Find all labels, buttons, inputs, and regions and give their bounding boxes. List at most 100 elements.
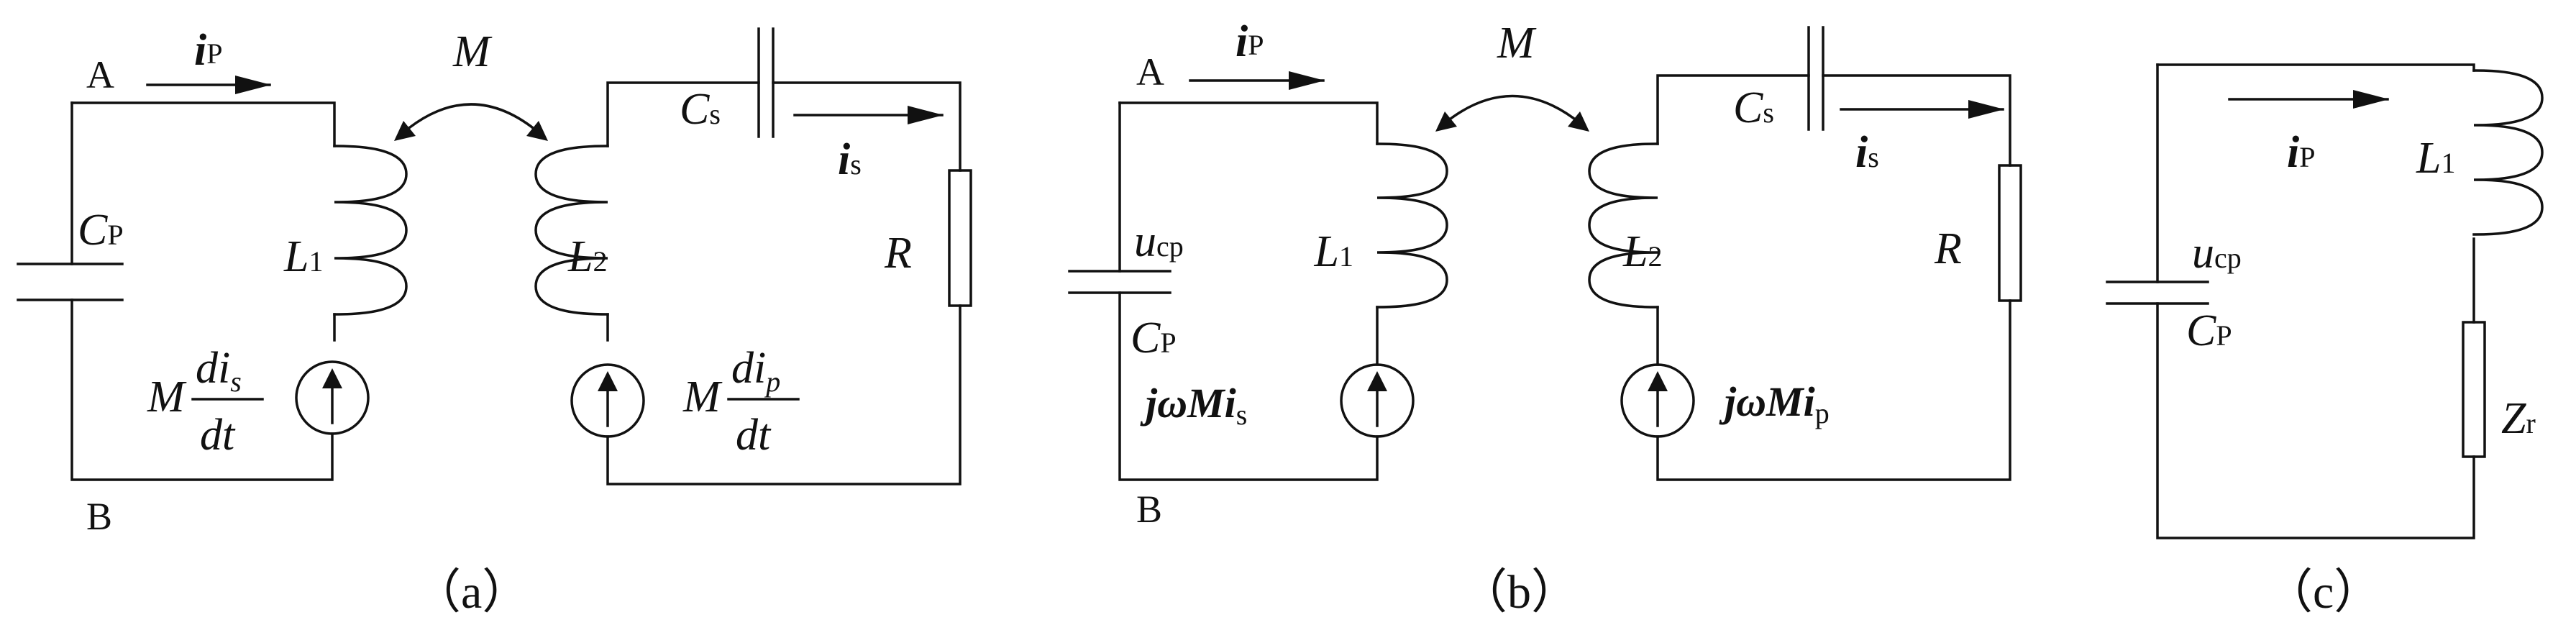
panel-b-cs-symbol: C [1733, 83, 1763, 132]
panel-b-cap-primary [1068, 270, 1171, 294]
panel-c-caption: （c） [2265, 566, 2381, 619]
panel-b-cs-label: Cs [1733, 83, 1774, 132]
panel-c-cp-sub: P [2216, 319, 2232, 352]
panel-a-cp-symbol: C [78, 206, 108, 255]
panel-b: A B iP M ucp CP L1 L2 Cs is R jωMis jωMi… [1068, 17, 2022, 619]
panel-a-is-label: is [838, 135, 862, 184]
panel-a-src-primary-num-sub: s [230, 365, 242, 398]
panel-c-L1-symbol: L [2416, 134, 2441, 183]
panel-b-L2-sub: 2 [1648, 240, 1662, 273]
panel-b-mutual-label: M [1497, 19, 1537, 68]
panel-a-cp-sub: P [107, 219, 123, 251]
panel-a-coil-L2 [534, 145, 609, 316]
panel-a: A B iP M CP L1 L2 Cs is R M dis dt M dip… [17, 26, 972, 619]
panel-b-is-label: is [1855, 128, 1879, 177]
panel-a-L1-label: L1 [283, 232, 323, 281]
panel-b-is-symbol: i [1855, 128, 1868, 177]
panel-a-src-primary-num-text: di [196, 344, 230, 393]
panel-c-zr-sub: r [2526, 407, 2535, 439]
panel-a-R-label: R [884, 229, 912, 278]
panel-a-src-secondary-num-sub: p [764, 365, 780, 398]
panel-b-L1-label: L1 [1314, 227, 1353, 276]
panel-c: iP L1 ucp CP Zr （c） [2106, 63, 2544, 619]
panel-c-ucp-sub: cp [2214, 242, 2242, 274]
panel-a-src-primary-den: dt [200, 411, 236, 460]
panel-b-src-primary-label: jωMis [1140, 380, 1247, 431]
panel-a-src-secondary-num-text: di [731, 344, 766, 393]
panel-b-ip-label: iP [1236, 17, 1264, 66]
panel-c-cp-symbol: C [2186, 306, 2216, 355]
panel-b-ip-symbol: i [1236, 17, 1248, 66]
panel-b-primary-wiring [1118, 101, 1379, 481]
panel-a-is-sub: s [850, 148, 862, 181]
panel-a-mutual-label: M [452, 27, 493, 76]
panel-a-resistor [948, 169, 972, 307]
panel-a-is-symbol: i [838, 135, 850, 184]
panel-c-cp-label: CP [2186, 306, 2232, 355]
panel-a-cp-label: CP [78, 206, 124, 255]
panel-b-source-secondary [1620, 363, 1695, 438]
panel-b-cp-label: CP [1131, 314, 1177, 362]
panel-c-ip-label: iP [2287, 128, 2315, 177]
panel-b-L2-label: L2 [1622, 227, 1662, 276]
panel-b-mutual-arc [1435, 94, 1589, 132]
panel-a-cs-label: Cs [680, 85, 721, 134]
panel-a-L1-symbol: L [283, 232, 309, 281]
panel-a-secondary-wiring [606, 81, 962, 485]
panel-c-L1-label: L1 [2416, 134, 2455, 183]
panel-c-cap-primary [2106, 281, 2209, 305]
panel-c-coil-L1 [2472, 69, 2544, 236]
panel-a-src-secondary-den: dt [736, 411, 772, 460]
panel-a-src-primary-num: dis [196, 344, 242, 398]
panel-b-R-label: R [1934, 224, 1962, 273]
panel-a-L1-sub: 1 [309, 245, 323, 278]
panel-c-wiring [2156, 63, 2475, 539]
panel-a-ip-symbol: i [194, 26, 206, 75]
panel-a-caption: （a） [414, 566, 529, 619]
panel-c-zr-label: Zr [2501, 394, 2536, 443]
panel-a-ip-label: iP [194, 26, 222, 75]
panel-b-secondary-wiring [1656, 74, 2011, 481]
panel-b-coil-L2 [1588, 142, 1659, 309]
panel-c-L1-sub: 1 [2441, 147, 2455, 179]
panel-b-caption: （b） [1460, 566, 1579, 619]
panel-b-ucp-symbol: u [1134, 217, 1156, 266]
panel-b-L1-sub: 1 [1339, 240, 1353, 273]
panel-c-ip-symbol: i [2287, 128, 2299, 177]
panel-a-coil-L1 [333, 145, 408, 316]
panel-b-cap-secondary [1807, 26, 1824, 131]
panel-b-cp-symbol: C [1131, 314, 1161, 362]
panel-b-L2-symbol: L [1622, 227, 1648, 276]
panel-c-ip-sub: P [2299, 141, 2315, 173]
panel-a-mutual-arc [394, 103, 548, 141]
panel-b-is-sub: s [1868, 141, 1879, 173]
panel-b-node-B: B [1136, 488, 1162, 531]
panel-c-impedance [2462, 321, 2486, 458]
panel-a-primary-wiring [70, 101, 336, 481]
panel-b-src-secondary-label: jωMip [1719, 378, 1830, 429]
panel-b-ucp-sub: cp [1156, 230, 1184, 263]
panel-a-cap-primary [17, 263, 124, 301]
panel-a-node-A: A [86, 53, 114, 96]
panel-c-zr-symbol: Z [2501, 394, 2526, 443]
panel-a-source-secondary [570, 363, 645, 438]
panel-a-src-primary-coef: M [147, 373, 187, 421]
panel-b-ip-sub: P [1248, 29, 1264, 61]
panel-b-src-secondary-sub: p [1815, 397, 1830, 429]
panel-a-src-secondary-num: dip [731, 344, 780, 398]
panel-b-source-primary [1340, 363, 1415, 438]
panel-b-src-secondary-expr: jωMi [1719, 378, 1815, 425]
panel-a-cs-sub: s [709, 98, 721, 130]
panel-a-ip-sub: P [206, 37, 222, 70]
panel-b-src-primary-expr: jωMi [1140, 380, 1236, 427]
panel-b-ucp-label: ucp [1134, 217, 1184, 266]
panel-a-L2-label: L2 [567, 232, 607, 281]
panel-b-L1-symbol: L [1314, 227, 1339, 276]
panel-c-ucp-symbol: u [2192, 229, 2214, 278]
panel-b-src-primary-sub: s [1236, 398, 1248, 431]
panel-a-L2-symbol: L [567, 232, 593, 281]
panel-b-cs-sub: s [1763, 96, 1774, 129]
panel-b-resistor [1998, 164, 2022, 302]
panel-a-src-secondary-coef: M [682, 373, 723, 421]
